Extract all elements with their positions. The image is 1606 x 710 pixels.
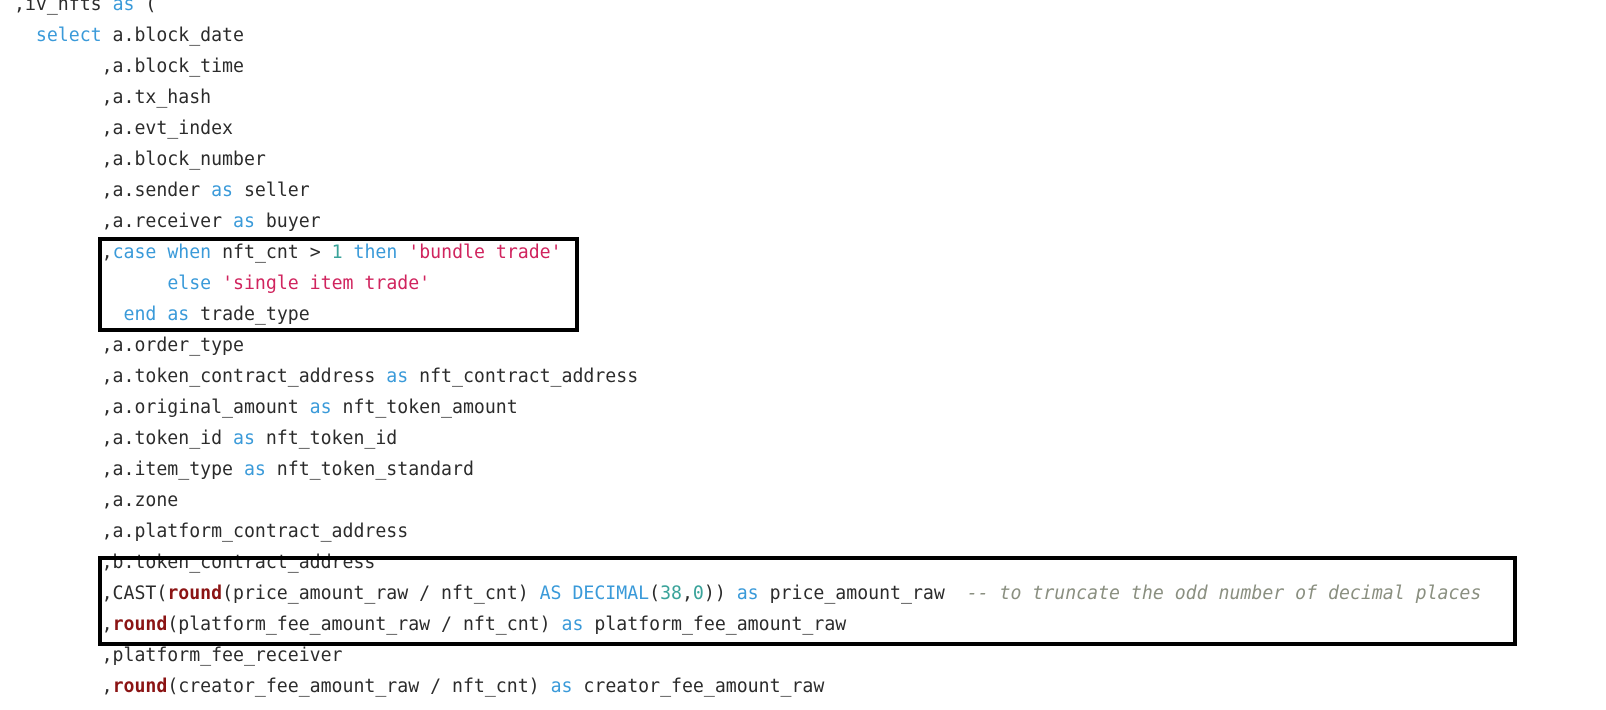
- code-line: ,a.zone: [14, 485, 1481, 516]
- code-line: ,a.token_id as nft_token_id: [14, 423, 1481, 454]
- code-line: ,a.original_amount as nft_token_amount: [14, 392, 1481, 423]
- code-text: [14, 25, 36, 46]
- keyword: as: [309, 397, 332, 418]
- code-text: ,a.token_id: [14, 428, 233, 449]
- code-line: select a.block_date: [14, 20, 1481, 51]
- code-text: (price_amount_raw / nft_cnt): [222, 583, 540, 604]
- code-text: ,platform_fee_receiver: [14, 645, 343, 666]
- keyword: select: [35, 25, 102, 46]
- code-text: ,a.evt_index: [14, 118, 233, 139]
- code-text: a.block_date: [101, 25, 244, 46]
- keyword: case: [112, 242, 157, 263]
- code-text: ,a.receiver: [14, 211, 233, 232]
- code-line: ,a.order_type: [14, 330, 1481, 361]
- code-line: ,b.token_contract_address: [14, 547, 1481, 578]
- code-text: (platform_fee_amount_raw / nft_cnt): [167, 614, 562, 635]
- code-text: creator_fee_amount_raw: [572, 676, 825, 697]
- code-text: ,: [14, 242, 113, 263]
- code-line: ,a.block_time: [14, 51, 1481, 82]
- code-text: [14, 273, 167, 294]
- code-text: (creator_fee_amount_raw / nft_cnt): [167, 676, 551, 697]
- string-literal: 'bundle trade': [408, 242, 562, 263]
- code-line: ,CAST(round(price_amount_raw / nft_cnt) …: [14, 578, 1482, 609]
- code-line: ,a.platform_contract_address: [14, 516, 1481, 547]
- keyword: as: [167, 304, 190, 325]
- code-text: ,: [681, 583, 693, 604]
- code-line: ,a.item_type as nft_token_standard: [14, 454, 1481, 485]
- keyword: AS DECIMAL: [539, 583, 650, 604]
- code-text: trade_type: [189, 304, 310, 325]
- code-text: [156, 242, 167, 263]
- keyword: else: [167, 273, 212, 294]
- keyword: end: [123, 304, 157, 325]
- code-text: [397, 242, 408, 263]
- code-text: nft_cnt >: [211, 242, 332, 263]
- keyword: as: [386, 366, 409, 387]
- code-text: [343, 242, 354, 263]
- code-line: ,a.receiver as buyer: [14, 206, 1481, 237]
- code-text: (: [134, 0, 157, 15]
- code-line: ,iv_nfts as (: [14, 0, 1481, 20]
- function-name: round: [167, 583, 223, 604]
- code-line: ,a.block_number: [14, 144, 1481, 175]
- code-text: ,a.block_number: [14, 149, 266, 170]
- code-text: ,iv_nfts: [14, 0, 113, 15]
- code-line: else 'single item trade': [14, 268, 1481, 299]
- code-line: ,a.token_contract_address as nft_contrac…: [14, 361, 1481, 392]
- code-line: ,a.sender as seller: [14, 175, 1481, 206]
- code-text: ,a.zone: [14, 490, 179, 511]
- keyword: as: [112, 0, 135, 15]
- keyword: as: [550, 676, 573, 697]
- code-text: ,b.token_contract_address: [14, 552, 376, 573]
- code-text: ,a.sender: [14, 180, 212, 201]
- code-text: seller: [233, 180, 310, 201]
- keyword: as: [211, 180, 234, 201]
- code-text: [14, 304, 124, 325]
- sql-code-block: ,iv_nfts as ( select a.block_date ,a.blo…: [14, 0, 1481, 702]
- code-text: ,a.order_type: [14, 335, 244, 356]
- keyword: as: [561, 614, 584, 635]
- function-name: round: [112, 676, 168, 697]
- code-text: platform_fee_amount_raw: [583, 614, 847, 635]
- code-text: ,: [14, 614, 113, 635]
- code-text: ,: [14, 676, 113, 697]
- keyword: when: [167, 242, 212, 263]
- code-line: ,round(platform_fee_amount_raw / nft_cnt…: [14, 609, 1481, 640]
- code-text: nft_token_standard: [265, 459, 474, 480]
- comment: -- to truncate the odd number of decimal…: [966, 583, 1482, 604]
- code-text: ,a.platform_contract_address: [14, 521, 409, 542]
- keyword: as: [243, 459, 266, 480]
- code-text: [156, 304, 167, 325]
- code-text: (: [649, 583, 661, 604]
- code-text: price_amount_raw: [758, 583, 967, 604]
- code-line: ,a.evt_index: [14, 113, 1481, 144]
- code-text: )): [703, 583, 737, 604]
- number-literal: 1: [331, 242, 343, 263]
- string-literal: 'single item trade': [222, 273, 431, 294]
- number-literal: 0: [692, 583, 704, 604]
- code-text: ,a.item_type: [14, 459, 244, 480]
- code-line: ,a.tx_hash: [14, 82, 1481, 113]
- keyword: as: [233, 211, 255, 232]
- code-line: ,case when nft_cnt > 1 then 'bundle trad…: [14, 237, 1481, 268]
- keyword: then: [353, 242, 398, 263]
- code-text: nft_contract_address: [408, 366, 639, 387]
- function-name: round: [112, 614, 168, 635]
- code-line: ,round(creator_fee_amount_raw / nft_cnt)…: [14, 671, 1481, 702]
- code-text: ,a.tx_hash: [14, 87, 212, 108]
- code-line: ,platform_fee_receiver: [14, 640, 1481, 671]
- keyword: as: [736, 583, 759, 604]
- code-text: ,CAST(: [14, 583, 168, 604]
- code-text: ,a.token_contract_address: [14, 366, 387, 387]
- code-text: ,a.block_time: [14, 56, 244, 77]
- code-text: buyer: [254, 211, 321, 232]
- code-text: [211, 273, 222, 294]
- code-line: end as trade_type: [14, 299, 1481, 330]
- code-text: nft_token_amount: [331, 397, 518, 418]
- keyword: as: [233, 428, 255, 449]
- number-literal: 38: [660, 583, 682, 604]
- code-text: nft_token_id: [254, 428, 398, 449]
- code-text: ,a.original_amount: [14, 397, 310, 418]
